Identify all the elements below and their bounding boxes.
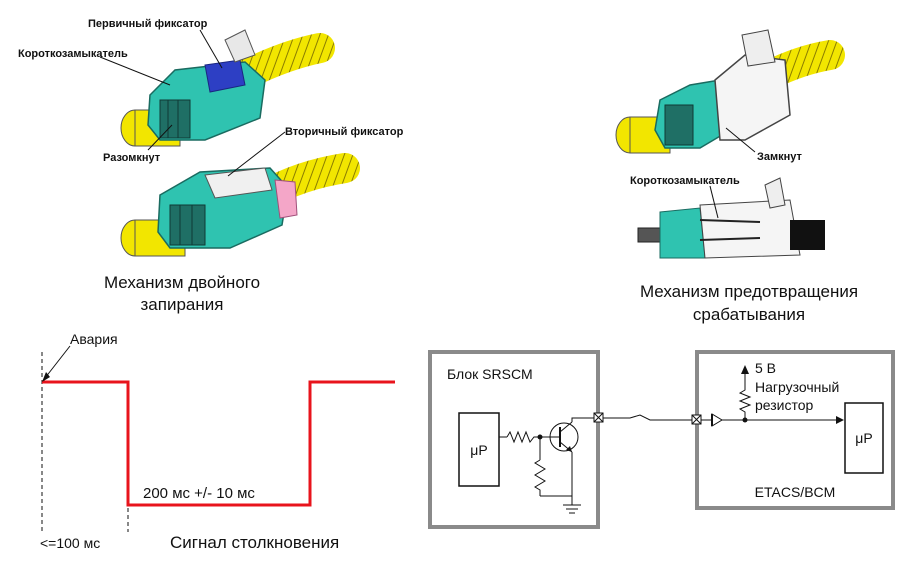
leader-secondary (227, 131, 286, 177)
leader-shorting (99, 56, 171, 86)
signal-wire (603, 414, 695, 421)
corrugated-cable (230, 33, 335, 90)
caption-crash-signal: Сигнал столкновения (170, 533, 339, 552)
label-secondary-lock: Вторичный фиксатор (285, 126, 404, 138)
leader-crash (44, 345, 71, 379)
cutaway-cable (790, 220, 825, 250)
white-housing (714, 54, 791, 141)
bcm-box (695, 350, 895, 510)
label-shorting-bar-1: Короткозамыкатель (18, 48, 128, 60)
label-pullup-1: Нагрузочный (755, 379, 839, 395)
crash-signal-waveform (42, 380, 395, 507)
base-resistor (506, 430, 550, 444)
caption-anti-trigger-2: срабатывания (693, 305, 805, 324)
cutaway-white (699, 199, 801, 259)
cutaway-latch (764, 177, 786, 209)
pullup-resistor (738, 372, 752, 420)
connector-front-2 (169, 204, 206, 246)
white-latch (741, 29, 776, 67)
arrow-to-mcu (836, 416, 844, 424)
label-crash: Авария (70, 331, 118, 347)
caption-double-lock-1: Механизм двойного (104, 273, 260, 292)
connector-open-illustration (120, 29, 335, 147)
mcu-right-label: μP (855, 430, 872, 446)
lock-latch (224, 29, 256, 63)
secondary-lock-part (204, 167, 273, 199)
leader-primary (199, 29, 223, 69)
leader-open (147, 124, 173, 151)
label-open: Разомкнут (103, 152, 161, 164)
primary-lock-part (204, 59, 246, 93)
label-pulse-duration: 200 мс +/- 10 мс (143, 485, 255, 502)
connector-secondary-illustration (120, 153, 360, 257)
label-primary-lock: Первичный фиксатор (88, 18, 208, 30)
pulldown-resistor (534, 459, 546, 496)
leader-shorting-2 (709, 185, 719, 219)
mcu-left-label: μP (470, 442, 487, 458)
label-closed: Замкнут (757, 151, 803, 163)
connector-cutaway-illustration (637, 177, 825, 259)
diode (711, 413, 723, 427)
leader-closed (725, 127, 756, 153)
srscm-title: Блок SRSCM (447, 366, 533, 382)
label-voltage: 5 В (755, 360, 776, 376)
connector-front (159, 99, 191, 139)
mcu-left (458, 412, 500, 487)
cutaway-pin (637, 227, 664, 243)
caption-double-lock-2: запирания (141, 295, 224, 314)
caption-anti-trigger-1: Механизм предотвращения (640, 282, 858, 301)
srscm-box (428, 350, 600, 529)
label-etacs-bcm: ETACS/BCM (755, 484, 836, 500)
label-delay: <=100 мс (40, 535, 100, 551)
vcc-arrow (741, 365, 749, 374)
label-pullup-2: резистор (755, 397, 814, 413)
connector-front-3 (664, 104, 694, 146)
connector-closed-illustration (615, 29, 845, 154)
label-shorting-bar-2: Короткозамыкатель (630, 175, 740, 187)
pink-lock (274, 179, 298, 219)
cutaway-teal (659, 207, 706, 259)
mcu-right (844, 402, 884, 474)
